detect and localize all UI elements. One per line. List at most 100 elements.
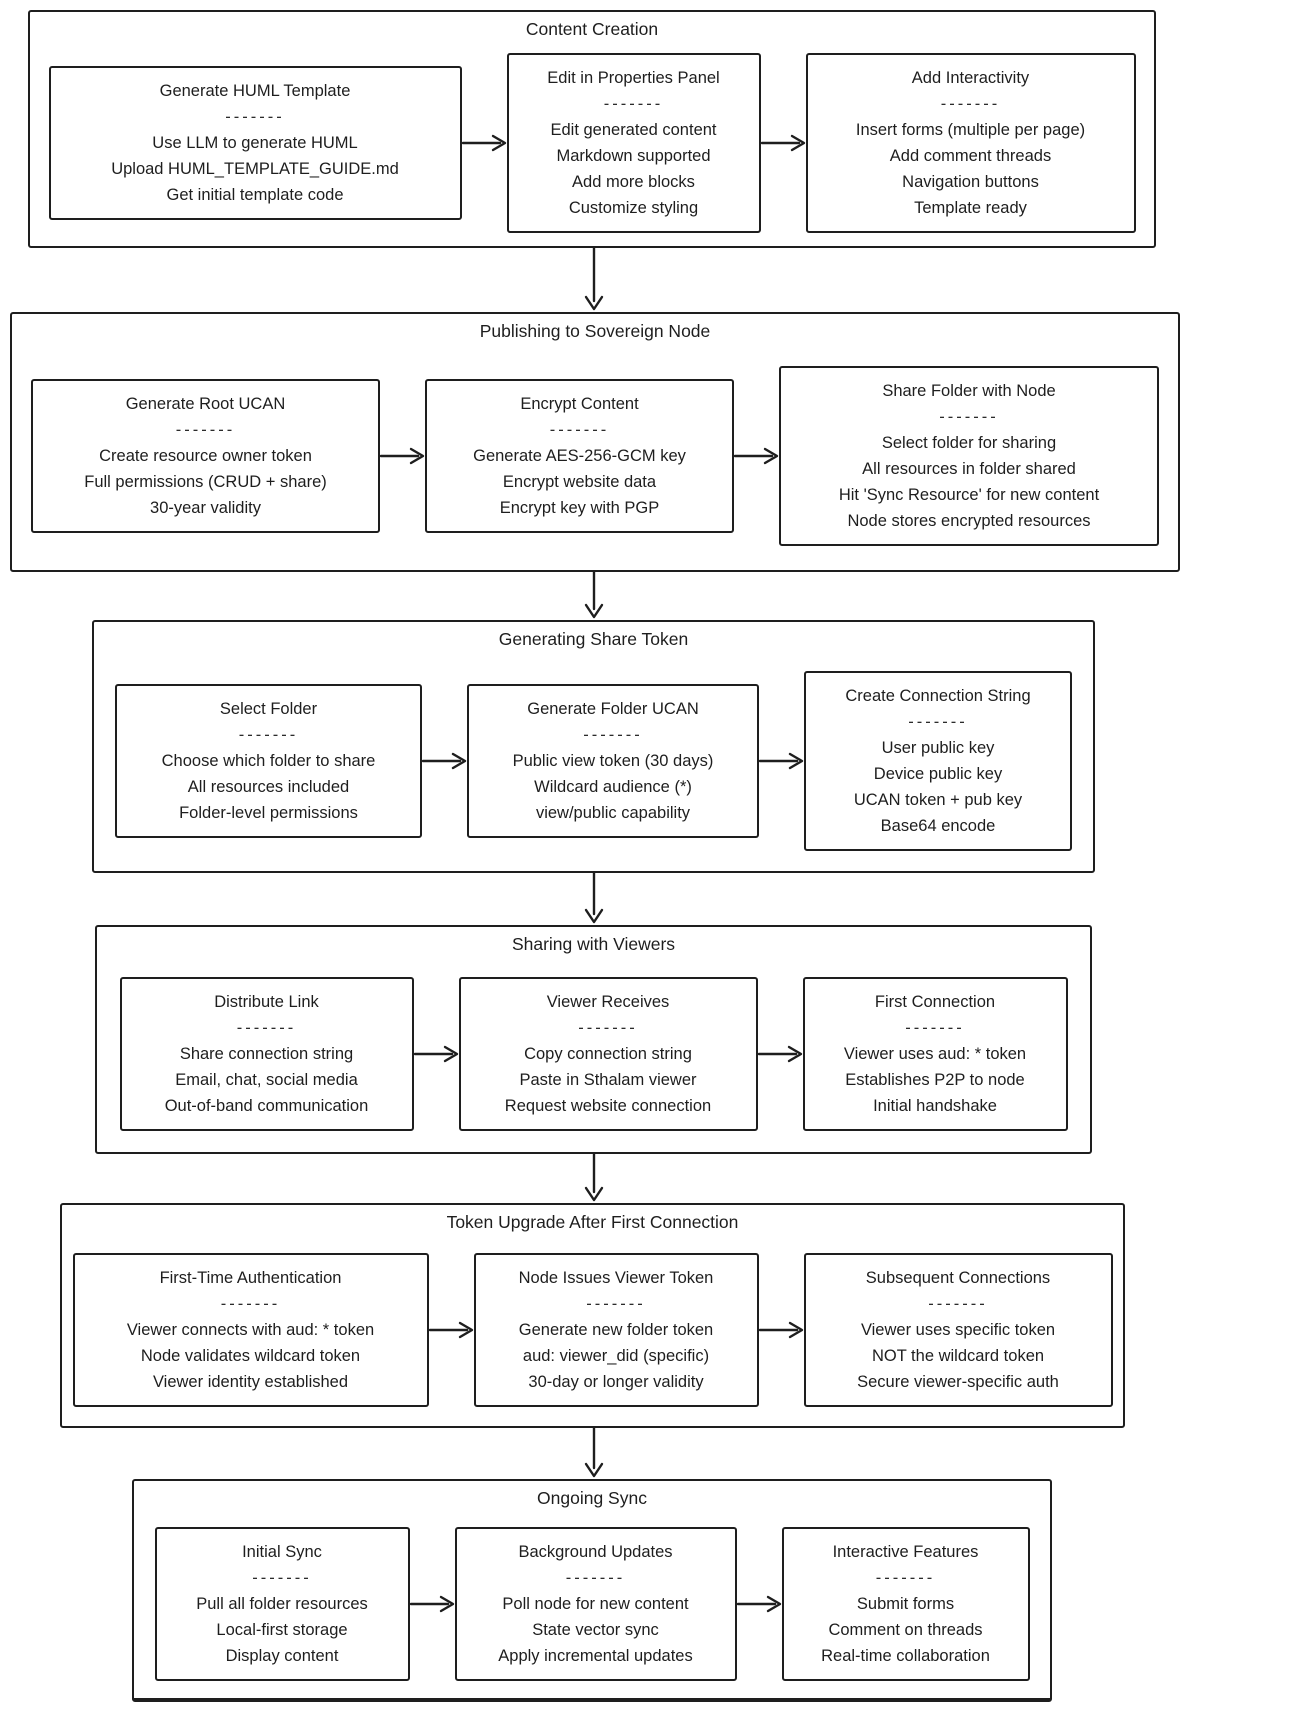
section-row: Generate HUML Template ------- Use LLM t…: [30, 40, 1154, 246]
node-title: Encrypt Content: [520, 395, 639, 413]
node-line: Viewer uses specific token: [860, 1320, 1056, 1339]
node-title: Background Updates: [518, 1542, 673, 1561]
section-row: First-Time Authentication ------- Viewer…: [62, 1233, 1123, 1426]
node-separator: -------: [578, 1018, 638, 1037]
node-viewer-receives: Viewer Receives ------- Copy connection …: [458, 976, 758, 1131]
node-line: Request website connection: [504, 1096, 712, 1115]
arrow-down-icon: [584, 873, 604, 924]
node-add-interactivity: Add Interactivity ------- Insert forms (…: [805, 53, 1136, 233]
section-title: Content Creation: [525, 19, 659, 39]
node-line: Create resource owner token: [99, 447, 312, 465]
node-line: Initial handshake: [873, 1096, 997, 1115]
section-title: Publishing to Sovereign Node: [479, 321, 711, 341]
section-title: Generating Share Token: [498, 629, 689, 649]
section-row: Initial Sync ------- Pull all folder res…: [134, 1509, 1050, 1698]
node-line: Customize styling: [568, 199, 699, 217]
section-ongoing-sync: Ongoing Sync Initial Sync ------- Pull a…: [132, 1479, 1052, 1702]
node-title: Share Folder with Node: [882, 382, 1056, 400]
node-background-updates: Background Updates ------- Poll node for…: [454, 1526, 737, 1681]
node-line: Comment on threads: [828, 1620, 983, 1639]
node-separator: -------: [238, 725, 299, 744]
node-line: State vector sync: [532, 1620, 659, 1639]
node-separator: -------: [549, 421, 610, 439]
arrow-down-icon: [584, 572, 604, 619]
node-create-connection-string: Create Connection String ------- User pu…: [804, 670, 1072, 851]
node-line: Use LLM to generate HUML: [152, 134, 358, 152]
node-line: Email, chat, social media: [175, 1070, 358, 1089]
node-line: Base64 encode: [880, 816, 996, 835]
node-line: All resources included: [187, 777, 350, 796]
node-separator: -------: [928, 1294, 988, 1313]
section-title: Sharing with Viewers: [511, 934, 676, 954]
node-separator: -------: [583, 725, 643, 744]
node-line: Paste in Sthalam viewer: [519, 1070, 697, 1089]
node-line: Insert forms (multiple per page): [855, 121, 1086, 139]
arrow-right-icon: [758, 1321, 803, 1338]
section-generating-share-token: Generating Share Token Select Folder ---…: [92, 620, 1095, 873]
node-line: Public view token (30 days): [512, 751, 714, 770]
node-generate-folder-ucan: Generate Folder UCAN ------- Public view…: [467, 683, 759, 838]
node-line: Apply incremental updates: [498, 1646, 693, 1665]
node-separator: -------: [908, 712, 968, 731]
arrow-right-icon: [760, 134, 805, 152]
node-line: Choose which folder to share: [161, 751, 376, 770]
node-line: Local-first storage: [216, 1620, 348, 1639]
node-title: Edit in Properties Panel: [547, 69, 720, 87]
node-separator: -------: [175, 421, 236, 439]
node-generate-root-ucan: Generate Root UCAN ------- Create resour…: [31, 379, 380, 533]
node-line: Generate new folder token: [518, 1320, 714, 1339]
node-line: Encrypt key with PGP: [499, 499, 660, 517]
node-title: Create Connection String: [845, 686, 1031, 705]
node-line: Encrypt website data: [502, 473, 657, 491]
arrow-right-icon: [757, 1045, 802, 1062]
node-title: Generate Root UCAN: [125, 395, 286, 413]
node-line: Select folder for sharing: [881, 434, 1057, 452]
node-line: 30-year validity: [150, 499, 261, 517]
node-title: Subsequent Connections: [865, 1268, 1051, 1287]
node-line: Hit 'Sync Resource' for new content: [838, 486, 1100, 504]
node-separator: -------: [940, 95, 1001, 113]
section-row: Select Folder ------- Choose which folde…: [94, 650, 1093, 871]
node-title: First Connection: [874, 992, 996, 1011]
node-first-connection: First Connection ------- Viewer uses aud…: [802, 976, 1068, 1131]
arrow-right-icon: [736, 1595, 781, 1612]
node-subsequent-connections: Subsequent Connections ------- Viewer us…: [803, 1252, 1113, 1407]
node-line: Submit forms: [856, 1594, 955, 1613]
node-title: Interactive Features: [832, 1542, 979, 1561]
node-line: Template ready: [914, 199, 1027, 217]
node-line: Pull all folder resources: [196, 1594, 368, 1613]
node-line: aud: viewer_did (specific): [522, 1346, 710, 1365]
node-line: Viewer identity established: [152, 1372, 349, 1391]
node-title: Node Issues Viewer Token: [518, 1268, 714, 1287]
arrow-right-icon: [759, 752, 804, 769]
section-title: Ongoing Sync: [537, 1488, 647, 1508]
node-line: Poll node for new content: [502, 1594, 689, 1613]
arrow-right-icon: [413, 1045, 458, 1062]
node-line: Get initial template code: [166, 186, 344, 204]
node-line: Node stores encrypted resources: [847, 512, 1091, 530]
node-share-folder-with-node: Share Folder with Node ------- Select fo…: [779, 366, 1159, 546]
node-line: Share connection string: [179, 1044, 354, 1063]
section-row: Generate Root UCAN ------- Create resour…: [12, 342, 1178, 570]
node-first-time-authentication: First-Time Authentication ------- Viewer…: [72, 1252, 429, 1407]
node-line: Establishes P2P to node: [845, 1070, 1025, 1089]
node-title: Generate Folder UCAN: [527, 699, 699, 718]
node-line: Node validates wildcard token: [140, 1346, 361, 1365]
node-line: All resources in folder shared: [862, 460, 1076, 478]
node-node-issues-viewer-token: Node Issues Viewer Token ------- Generat…: [473, 1252, 759, 1407]
node-line: Full permissions (CRUD + share): [84, 473, 327, 491]
node-line: Secure viewer-specific auth: [857, 1372, 1059, 1391]
node-line: Generate AES-256-GCM key: [473, 447, 686, 465]
arrow-right-icon: [422, 752, 467, 769]
node-line: Edit generated content: [550, 121, 717, 139]
node-title: Select Folder: [219, 699, 318, 718]
node-line: Add more blocks: [572, 173, 695, 191]
node-title: Distribute Link: [214, 992, 319, 1011]
node-line: UCAN token + pub key: [853, 790, 1023, 809]
node-separator: -------: [252, 1568, 312, 1587]
node-separator: -------: [875, 1568, 936, 1587]
node-line: Viewer connects with aud: * token: [126, 1320, 375, 1339]
section-publishing-to-sovereign-node: Publishing to Sovereign Node Generate Ro…: [10, 312, 1180, 572]
section-sharing-with-viewers: Sharing with Viewers Distribute Link ---…: [95, 925, 1092, 1154]
node-separator: -------: [939, 408, 999, 426]
